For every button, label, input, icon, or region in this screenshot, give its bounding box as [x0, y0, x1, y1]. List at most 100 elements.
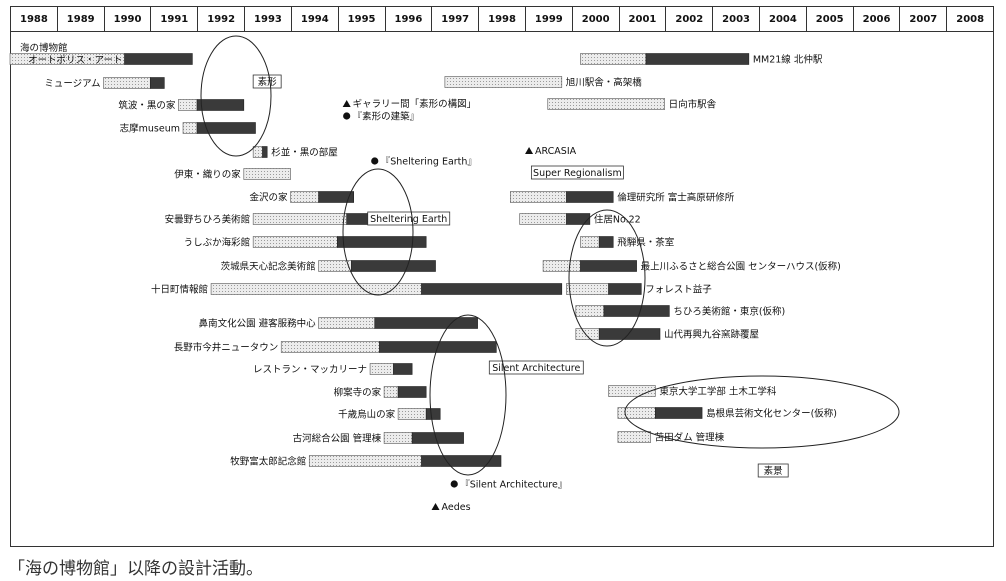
publication-label: 『素形の建築』: [353, 111, 420, 123]
year-cell: 2002: [666, 7, 714, 31]
project-label: 柳案寺の家: [334, 387, 382, 399]
project-label: 杉並・黒の部屋: [271, 147, 338, 159]
study-bar: [103, 77, 151, 89]
study-bar: [580, 236, 600, 248]
year-cell: 1993: [245, 7, 292, 31]
construction-bar: [374, 317, 478, 329]
publication-dot: [450, 480, 458, 488]
construction-bar: [598, 328, 661, 340]
study-bar: [519, 213, 567, 225]
exhibition-label: ギャラリー間「素形の構図」: [353, 98, 477, 110]
study-bar: [178, 99, 198, 111]
highlight-oval: [568, 209, 646, 347]
project-label: 飛騨県・茶室: [617, 237, 674, 249]
project-label: 鼻南文化公園 避客服務中心: [199, 318, 317, 330]
highlight-oval: [624, 375, 900, 449]
project-label: うしぶか海彩館: [184, 237, 251, 249]
study-bar: [383, 432, 413, 444]
construction-bar: [393, 363, 413, 375]
project-label: 住居No.22: [594, 214, 641, 226]
study-bar: [510, 191, 567, 203]
publication-dot: [343, 112, 351, 120]
study-bar: [383, 386, 399, 398]
study-bar: [318, 260, 352, 272]
year-cell: 1998: [479, 7, 526, 31]
study-bar: [575, 328, 600, 340]
construction-bar: [580, 260, 637, 272]
construction-bar: [262, 146, 268, 158]
year-cell: 2005: [807, 7, 854, 31]
project-labels: 海の博物館オートポリス・アートミュージアム筑波・黒の家志摩museum杉並・黒の…: [20, 42, 841, 468]
study-bar: [318, 317, 376, 329]
project-label: 旭川駅舎・高架橋: [566, 77, 643, 89]
construction-bar: [124, 53, 193, 65]
project-label: 倫理研究所 富士高原研修所: [617, 192, 735, 204]
highlight-oval: [429, 314, 507, 476]
concept-box: [252, 74, 282, 89]
construction-bar: [318, 191, 355, 203]
highlight-oval: [200, 35, 272, 157]
year-cell: 1997: [432, 7, 480, 31]
construction-bar: [337, 236, 427, 248]
year-cell: 2006: [854, 7, 901, 31]
project-label: 筑波・黒の家: [118, 100, 176, 112]
study-bar: [280, 341, 380, 353]
project-label: 海の博物館: [20, 42, 68, 54]
construction-bar: [608, 283, 642, 295]
construction-bar: [655, 407, 703, 419]
construction-bar: [421, 283, 563, 295]
construction-bar: [196, 99, 245, 111]
year-cell: 2004: [760, 7, 807, 31]
highlight-oval: [342, 168, 414, 296]
study-bar: [608, 385, 656, 397]
year-cell: 2007: [900, 7, 948, 31]
year-cell: 1992: [198, 7, 246, 31]
construction-bar: [425, 408, 441, 420]
publication-dot: [371, 157, 379, 165]
study-bar: [243, 168, 291, 180]
study-bar: [210, 283, 422, 295]
construction-bar: [566, 213, 591, 225]
year-cell: 1989: [58, 7, 105, 31]
concept-label: Sheltering Earth: [370, 214, 447, 225]
project-label: 安曇野ちひろ美術館: [165, 214, 251, 226]
construction-bar: [421, 455, 502, 467]
study-bar: [369, 363, 394, 375]
construction-bar: [645, 53, 750, 65]
publication-label: 『Silent Architecture』: [460, 480, 567, 491]
exhibition-label: Aedes: [442, 502, 471, 513]
study-bar: [252, 213, 347, 225]
year-cell: 1991: [151, 7, 199, 31]
year-cell: 2001: [620, 7, 667, 31]
project-label: 志摩museum: [120, 123, 180, 135]
year-cell: 2003: [713, 7, 760, 31]
project-label: 日向市駅舎: [669, 99, 717, 111]
figure-caption: 「海の博物館」以降の設計活動。: [8, 559, 263, 579]
study-bar: [397, 408, 427, 420]
year-header: 1988 1989 1990 1991 1992 1993 1994 1995 …: [11, 7, 993, 32]
construction-bar: [351, 260, 436, 272]
year-cell: 1994: [292, 7, 339, 31]
study-bar: [617, 431, 651, 443]
year-cell: 1990: [105, 7, 152, 31]
project-label: 東京大学工学部 土木工学科: [659, 386, 777, 398]
project-label: 古河総合公園 管理棟: [293, 433, 382, 445]
project-label: 島根県芸術文化センター(仮称): [706, 408, 837, 420]
study-bar: [252, 236, 338, 248]
concept-box: [367, 211, 451, 226]
project-label: 苫田ダム 管理棟: [655, 432, 725, 444]
year-cell: 2000: [573, 7, 620, 31]
exhibition-triangle: [525, 147, 534, 154]
concept-label: Super Regionalism: [533, 168, 622, 179]
construction-bar: [196, 122, 256, 134]
publication-label: 『Sheltering Earth』: [381, 157, 477, 168]
timeline-frame: 1988 1989 1990 1991 1992 1993 1994 1995 …: [10, 6, 994, 547]
study-bar: [182, 122, 198, 134]
project-label: ミュージアム: [44, 79, 100, 90]
construction-bar: [411, 432, 464, 444]
project-label: レストラン・マッカリーナ: [253, 365, 367, 376]
concept-box: [530, 165, 624, 180]
concept-box: [757, 463, 789, 478]
